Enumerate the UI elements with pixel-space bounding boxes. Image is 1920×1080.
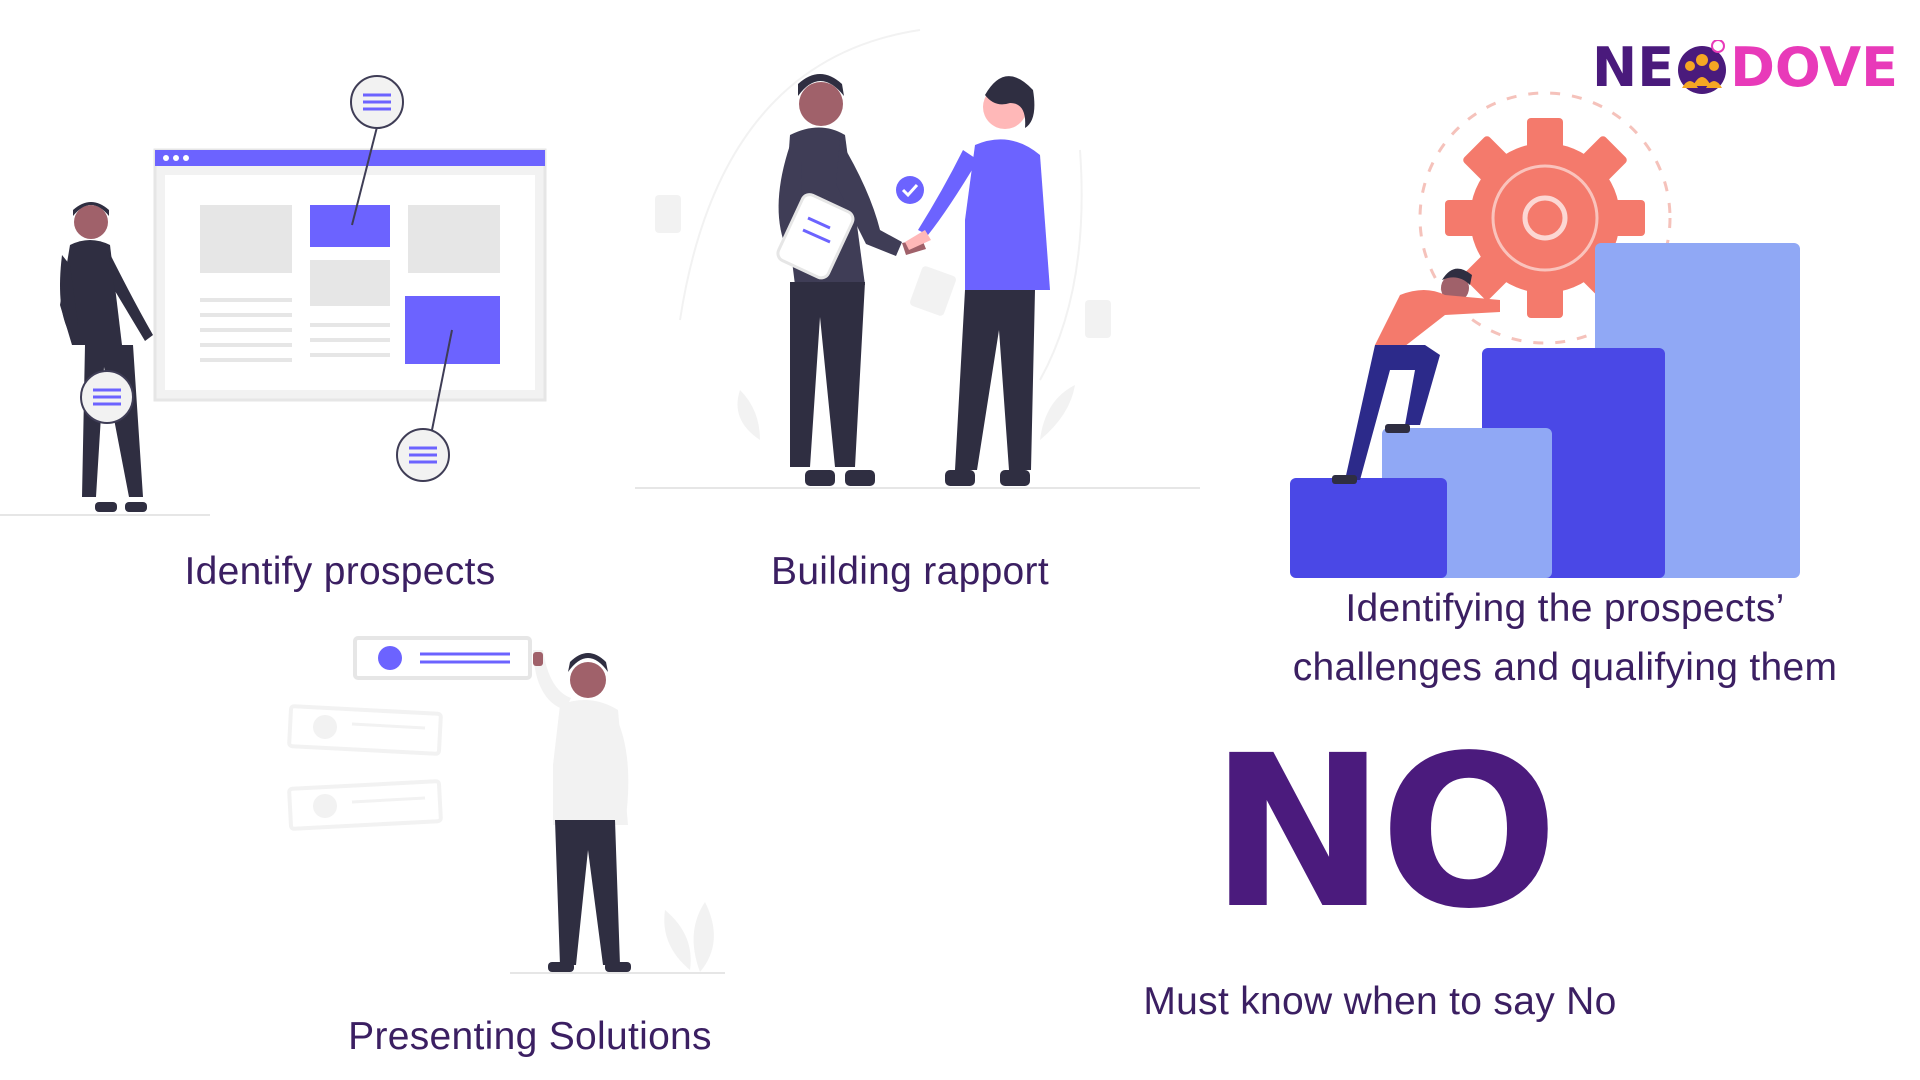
neodove-logo: NE DOVE: [1592, 38, 1898, 98]
dove-people-icon: [1674, 39, 1730, 96]
caption-identifying-challenges-line2: challenges and qualifying them: [1292, 645, 1838, 689]
caption-identifying-challenges: Identifying the prospects’ challenges an…: [1225, 580, 1905, 697]
caption-say-no: Must know when to say No: [1143, 980, 1617, 1023]
caption-building-rapport: Building rapport: [771, 550, 1049, 593]
no-big-text: NO: [1210, 710, 1558, 955]
caption-identify-prospects: Identify prospects: [184, 550, 496, 593]
logo-text-dove: DOVE: [1730, 36, 1899, 99]
logo-text-ne: NE: [1592, 36, 1675, 99]
caption-presenting-solutions: Presenting Solutions: [348, 1015, 712, 1058]
caption-identifying-challenges-line1: Identifying the prospects’: [1345, 587, 1785, 630]
